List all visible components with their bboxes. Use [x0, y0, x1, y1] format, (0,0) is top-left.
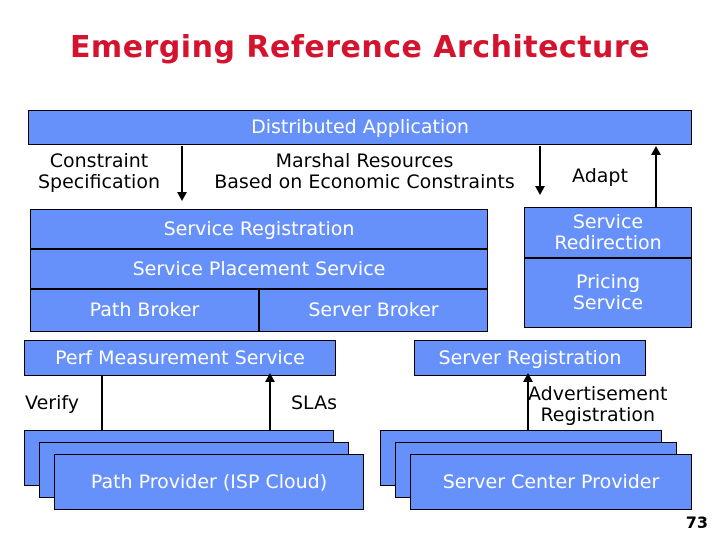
adapt-label: Adapt — [572, 164, 628, 187]
verify-connector-line — [101, 376, 103, 452]
slas-arrow-up-icon — [265, 373, 275, 382]
marshal-resources-label: Marshal Resources Based on Economic Cons… — [214, 150, 515, 193]
service-placement-service-box[interactable]: Service Placement Service — [30, 249, 488, 289]
perf-measurement-service-box[interactable]: Perf Measurement Service — [24, 340, 336, 376]
server-center-provider-box[interactable]: Server Center Provider — [410, 454, 692, 510]
advertisement-registration-label: Advertisement Registration — [528, 383, 668, 426]
advertisement-registration-connector-line — [527, 379, 529, 452]
constraint-spec-arrow-down-icon — [177, 192, 187, 201]
page-number: 73 — [685, 513, 708, 532]
page-title: Emerging Reference Architecture — [69, 30, 651, 65]
adapt-arrow-up-icon — [651, 146, 661, 155]
service-registration-box[interactable]: Service Registration — [30, 209, 488, 249]
slas-connector-line — [269, 379, 271, 452]
path-provider-stack[interactable]: Path Provider (ISP Cloud) — [24, 430, 364, 520]
slas-label: SLAs — [291, 391, 337, 414]
adapt-connector-line — [655, 152, 657, 208]
advertisement-registration-arrow-up-icon — [523, 373, 533, 382]
path-broker-box[interactable]: Path Broker — [30, 289, 259, 332]
service-redirection-box[interactable]: Service Redirection — [524, 207, 692, 258]
path-provider-box[interactable]: Path Provider (ISP Cloud) — [54, 454, 364, 510]
constraint-spec-connector-line — [181, 146, 183, 196]
server-center-provider-stack[interactable]: Server Center Provider — [380, 430, 692, 520]
pricing-service-box[interactable]: Pricing Service — [524, 258, 692, 328]
constraint-specification-label: Constraint Specification — [38, 150, 160, 193]
marshal-resources-arrow-down-icon — [535, 186, 545, 195]
distributed-application-box[interactable]: Distributed Application — [28, 110, 692, 145]
server-registration-box[interactable]: Server Registration — [414, 340, 646, 376]
server-broker-box[interactable]: Server Broker — [259, 289, 488, 332]
marshal-resources-connector-line — [539, 146, 541, 190]
verify-label: Verify — [25, 391, 79, 414]
